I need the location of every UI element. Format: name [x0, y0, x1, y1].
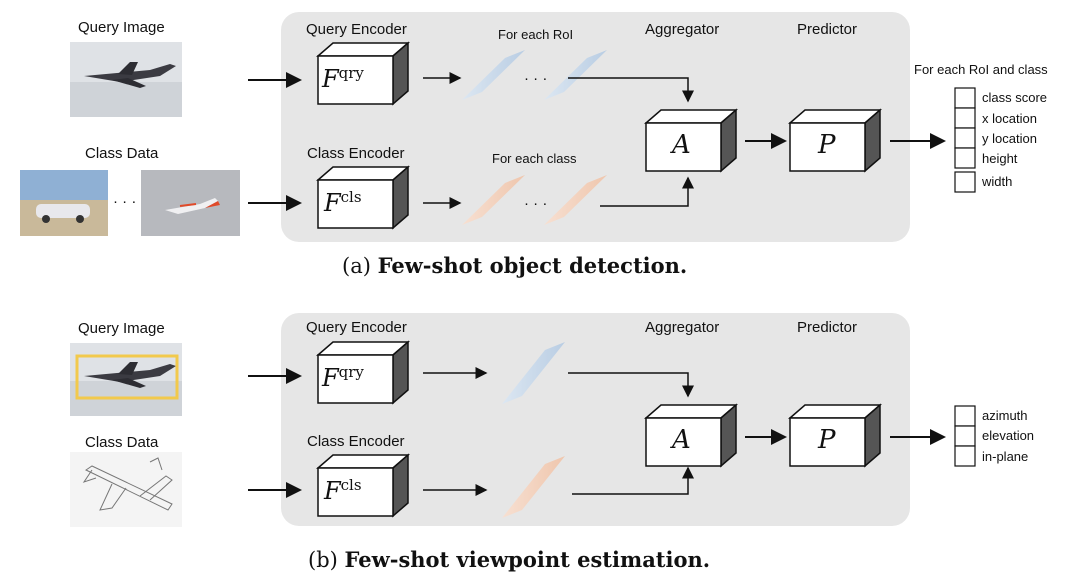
panel-b-class-encoder-block [315, 453, 411, 518]
panel-b-class-encoder-symbol: Fcls [324, 476, 362, 505]
panel-b-query-encoder-block [315, 340, 411, 405]
panel-a-aggregator-block [643, 108, 739, 173]
panel-a-query-feature-1 [462, 50, 525, 100]
panel-a-predictor-symbol: P [818, 130, 836, 160]
panel-a-query-image-label: Query Image [78, 19, 165, 36]
panel-b-output-azimuth: azimuth [982, 408, 1028, 423]
panel-a-background [281, 12, 910, 242]
panel-a-class-encoder-symbol: Fcls [324, 188, 362, 217]
panel-a-output-boxes [954, 87, 976, 193]
panel-a-query-encoder-symbol: Fqry [322, 64, 364, 93]
panel-a-output-y-location: y location [982, 131, 1037, 146]
panel-a-class-data-label: Class Data [85, 145, 159, 162]
panel-b-query-highlight-box [75, 354, 179, 400]
panel-b-class-feature [502, 456, 565, 518]
panel-a-predictor-block [787, 108, 883, 173]
panel-a-class-image-car [20, 170, 108, 236]
panel-a-class-feature-ellipsis: · · · [524, 195, 548, 212]
panel-b-predictor-block [787, 403, 883, 468]
panel-a-aggregator-symbol: A [672, 130, 691, 160]
panel-b-query-image-label: Query Image [78, 320, 165, 337]
panel-a-arrow-class-to-aggregator [600, 176, 694, 207]
panel-a-output-width: width [982, 174, 1013, 189]
panel-b-output-elevation: elevation [982, 428, 1035, 443]
panel-b-arrow-query-to-aggregator [568, 372, 694, 398]
panel-a-query-encoder-label: Query Encoder [306, 21, 407, 38]
panel-b-aggregator-block [643, 403, 739, 468]
panel-a-class-encoder-label: Class Encoder [307, 145, 405, 162]
panel-a-caption: (a) Few-shot object detection. [342, 253, 688, 278]
panel-a-class-encoder-block [315, 165, 411, 230]
panel-a-class-ellipsis: · · · [113, 193, 137, 210]
panel-b-background [281, 313, 910, 526]
panel-a-aggregator-label: Aggregator [645, 21, 720, 38]
panel-a-output-x-location: x location [982, 111, 1037, 126]
panel-b-aggregator-symbol: A [672, 425, 691, 455]
panel-b-arrow-class-to-aggregator [572, 466, 694, 495]
panel-b-output-boxes [954, 405, 976, 467]
panel-a-predictor-label: Predictor [797, 21, 858, 38]
panel-b-caption: (b) Few-shot viewpoint estimation. [308, 547, 711, 572]
panel-a-class-image-plane [141, 170, 240, 236]
panel-b-class-image-sketch [70, 452, 182, 527]
panel-a-for-each-class: For each class [492, 151, 577, 166]
panel-b-query-image [70, 343, 182, 416]
panel-b-query-encoder-symbol: Fqry [322, 363, 364, 392]
panel-a-arrow-query-to-aggregator [568, 77, 694, 103]
panel-b-query-feature [502, 342, 565, 404]
panel-a-query-encoder-block [315, 41, 411, 106]
panel-a-roi-ellipsis: · · · [524, 70, 548, 87]
panel-a-output-height: height [982, 151, 1018, 166]
panel-b-query-encoder-label: Query Encoder [306, 319, 407, 336]
panel-a-query-image [70, 42, 182, 117]
panel-a-output-header: For each RoI and class [914, 62, 1048, 77]
panel-a-query-feature-2 [544, 50, 607, 100]
panel-b-class-data-label: Class Data [85, 434, 159, 451]
panel-b-predictor-symbol: P [818, 425, 836, 455]
panel-b-class-encoder-label: Class Encoder [307, 433, 405, 450]
panel-b-output-in-plane: in-plane [982, 449, 1029, 464]
panel-b-predictor-label: Predictor [797, 319, 858, 336]
panel-a-output-class-score: class score [982, 90, 1048, 105]
panel-a-class-feature-1 [462, 175, 525, 225]
panel-a-for-each-roi: For each RoI [498, 27, 574, 42]
panel-b-aggregator-label: Aggregator [645, 319, 720, 336]
panel-a-class-feature-2 [544, 175, 607, 225]
